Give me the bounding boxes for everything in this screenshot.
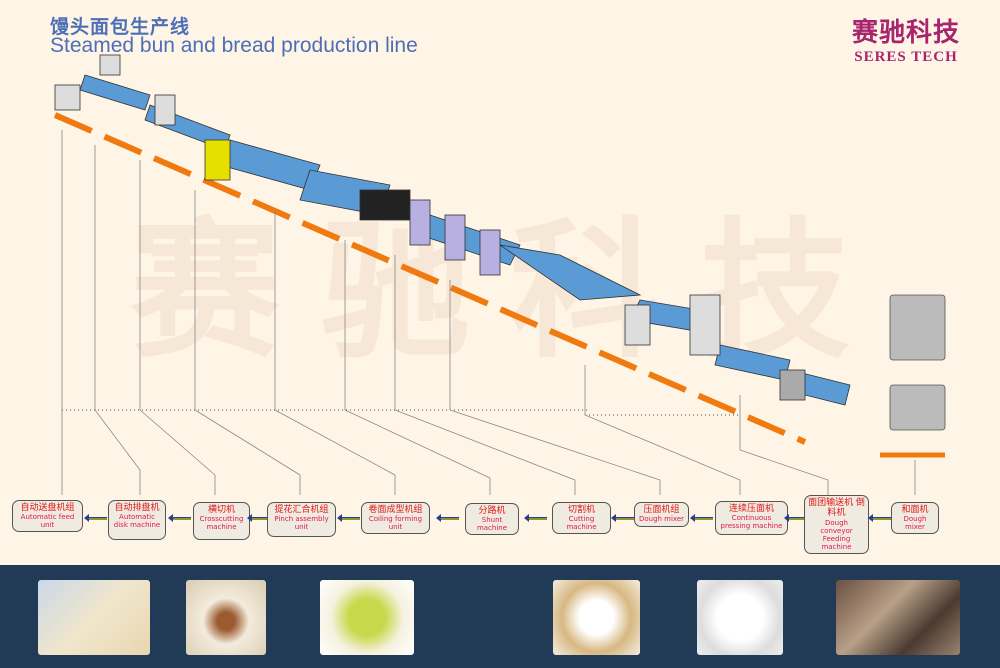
step-label-cn: 和面机 bbox=[901, 505, 929, 515]
flow-arrow-left-icon bbox=[690, 514, 713, 522]
photo-meat-bun bbox=[186, 580, 266, 655]
step-label-en: Dough mixer bbox=[903, 515, 927, 532]
step-label-cn: 自动排盘机 bbox=[114, 503, 160, 513]
step-label-cn: 自动送盘机组 bbox=[20, 503, 75, 513]
step-label-en: Dough mixer bbox=[638, 515, 685, 524]
machine-frames bbox=[54, 54, 806, 401]
photo-rolls bbox=[38, 580, 150, 655]
flow-arrow-left-icon bbox=[336, 514, 360, 522]
photo-pumpkin-buns bbox=[320, 580, 414, 655]
step-label-en: Automatic feed unit bbox=[20, 513, 75, 530]
step-label-en: Coiling forming unit bbox=[368, 515, 423, 532]
flow-arrow-left-icon bbox=[83, 514, 107, 522]
step-label-en: Cutting machine bbox=[566, 515, 597, 532]
step-label-cn: 分路机 bbox=[478, 506, 506, 516]
photo-bread-loaves bbox=[836, 580, 960, 655]
title-english: Steamed bun and bread production line bbox=[50, 34, 418, 57]
step-label-cn: 压面机组 bbox=[643, 505, 680, 515]
flow-arrow-left-icon bbox=[784, 514, 807, 522]
production-line-drawing bbox=[53, 54, 946, 495]
dough-mixer-machines bbox=[889, 294, 946, 431]
step-label-en: Shunt machine bbox=[476, 516, 508, 533]
orange-dashed-line bbox=[53, 112, 807, 445]
step-label-cn: 横切机 bbox=[207, 505, 235, 515]
flow-arrow-left-icon bbox=[167, 514, 191, 522]
step-label-en: Automatic disk machine bbox=[113, 513, 161, 530]
flow-arrow-left-icon bbox=[868, 514, 891, 522]
flow-arrow-left-icon bbox=[435, 514, 459, 522]
step-label-en: Dough conveyor Feeding machine bbox=[820, 518, 853, 551]
photo-steamed-buns-basket bbox=[553, 580, 640, 655]
logo-cn: 赛驰科技 bbox=[851, 18, 960, 48]
flow-arrow-left-icon bbox=[246, 514, 270, 522]
flow-arrow-left-icon bbox=[610, 514, 634, 522]
title-chinese: 馒头面包生产线 bbox=[50, 16, 191, 38]
step-label-en: Crosscutting machine bbox=[199, 515, 244, 532]
step-label-cn: 连续压面机 bbox=[728, 504, 774, 514]
flow-arrow-left-icon bbox=[523, 514, 547, 522]
step-label-cn: 提花汇合机组 bbox=[274, 505, 329, 515]
step-label-en: Continuous pressing machine bbox=[720, 514, 783, 531]
step-label-cn: 卷面成型机组 bbox=[368, 505, 423, 515]
step-label-cn: 切割机 bbox=[567, 505, 595, 515]
product-photo-strip bbox=[0, 565, 1000, 668]
step-label-cn: 面团输送机 倒料机 bbox=[808, 498, 865, 519]
brand-logo: 赛驰科技 SERES TECH bbox=[852, 12, 960, 66]
photo-white-buns bbox=[697, 580, 783, 655]
logo-en: SERES TECH bbox=[854, 49, 958, 65]
step-label-en: Pinch assembly unit bbox=[274, 515, 329, 532]
